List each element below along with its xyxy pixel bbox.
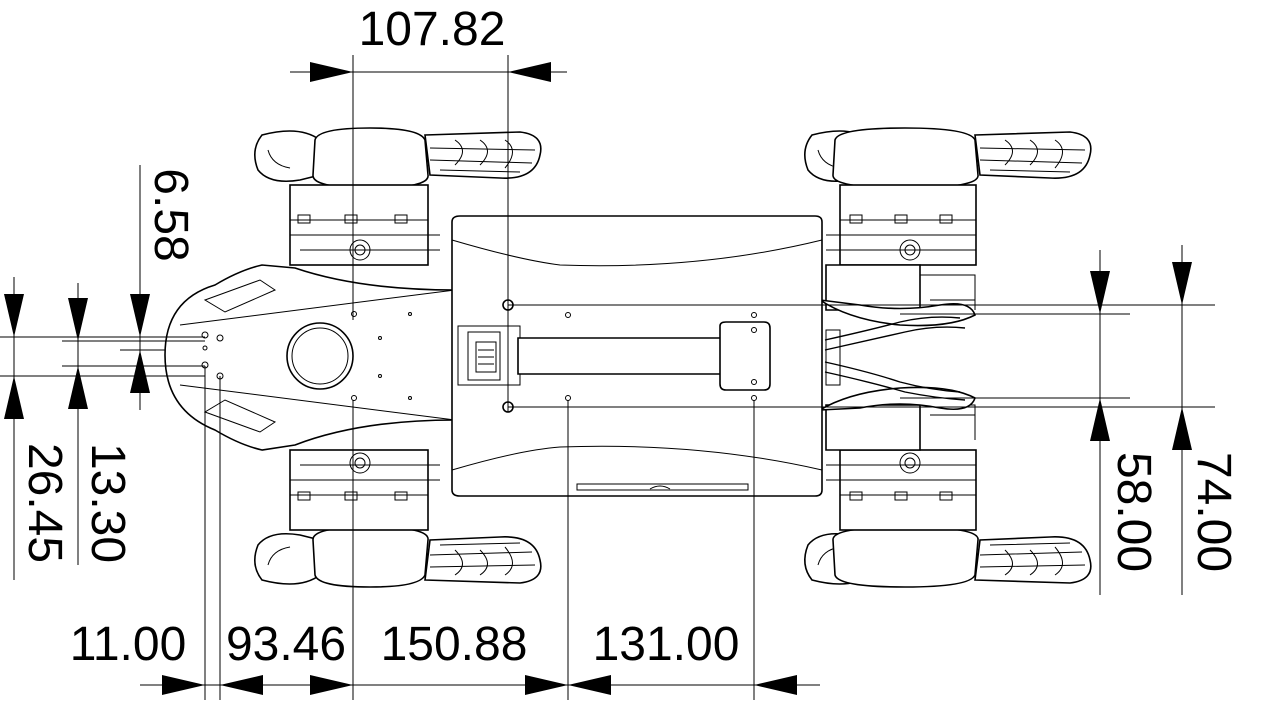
dim-offset-mid: 13.30 — [81, 443, 134, 563]
rear-cables — [819, 299, 976, 411]
dim-top-width: 107.82 — [359, 3, 506, 56]
robot-head — [164, 264, 456, 451]
dim-bottom-1: 11.00 — [70, 618, 187, 671]
leg-front-right — [254, 449, 542, 588]
dimension-lines — [0, 55, 1215, 700]
leg-rear-right — [804, 404, 1092, 588]
dim-bottom-4: 131.00 — [593, 618, 740, 671]
robot-outline — [164, 127, 1092, 588]
leg-front-left — [254, 127, 542, 266]
dim-right-outer: 74.00 — [1187, 452, 1240, 572]
dim-bottom-3: 150.88 — [381, 618, 528, 671]
dim-right-inner: 58.00 — [1107, 452, 1160, 572]
robot-torso — [451, 215, 823, 497]
dim-offset-top: 6.58 — [144, 168, 197, 261]
dim-offset-outer: 26.45 — [18, 443, 71, 563]
dim-bottom-2: 93.46 — [226, 618, 346, 671]
leg-rear-left — [804, 127, 1092, 311]
